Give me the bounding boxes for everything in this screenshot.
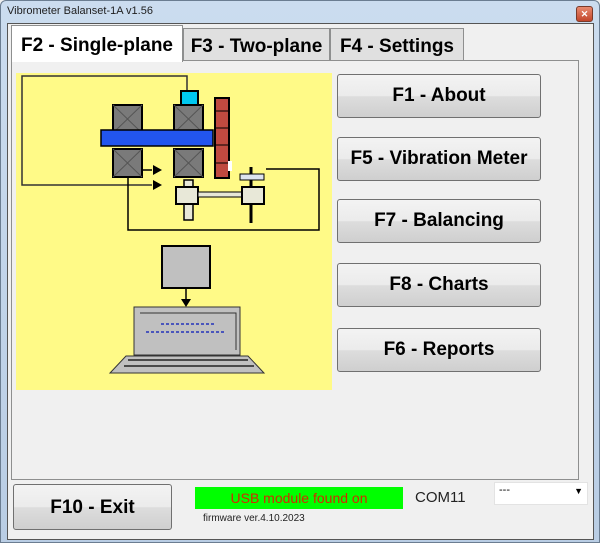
balancing-button[interactable]: F7 - Balancing xyxy=(337,199,541,243)
firmware-version: firmware ver.4.10.2023 xyxy=(203,513,305,524)
single-plane-panel: F1 - About F5 - Vibration Meter F7 - Bal… xyxy=(11,60,579,480)
window-title: Vibrometer Balanset-1A v1.56 xyxy=(7,5,153,17)
charts-button[interactable]: F8 - Charts xyxy=(337,263,541,307)
tab-single-plane[interactable]: F2 - Single-plane xyxy=(11,25,183,62)
usb-status-indicator: USB module found on xyxy=(195,487,403,509)
vibration-meter-button[interactable]: F5 - Vibration Meter xyxy=(337,137,541,181)
about-button[interactable]: F1 - About xyxy=(337,74,541,118)
balancing-diagram xyxy=(16,73,332,390)
single-plane-balancing-diagram-icon xyxy=(21,75,320,374)
close-button[interactable]: ✕ xyxy=(576,6,593,22)
reports-button[interactable]: F6 - Reports xyxy=(337,328,541,372)
port-select-dropdown[interactable]: --- ▼ xyxy=(494,482,588,505)
title-bar: Vibrometer Balanset-1A v1.56 ✕ xyxy=(1,1,599,23)
client-area: F2 - Single-plane F3 - Two-plane F4 - Se… xyxy=(7,23,594,540)
chevron-down-icon: ▼ xyxy=(574,486,583,496)
tab-two-plane[interactable]: F3 - Two-plane xyxy=(183,28,330,60)
exit-button[interactable]: F10 - Exit xyxy=(13,484,172,530)
close-icon: ✕ xyxy=(580,9,589,19)
tab-settings[interactable]: F4 - Settings xyxy=(330,28,464,60)
com-port-label: COM11 xyxy=(415,489,466,506)
port-select-value: --- xyxy=(499,484,510,496)
